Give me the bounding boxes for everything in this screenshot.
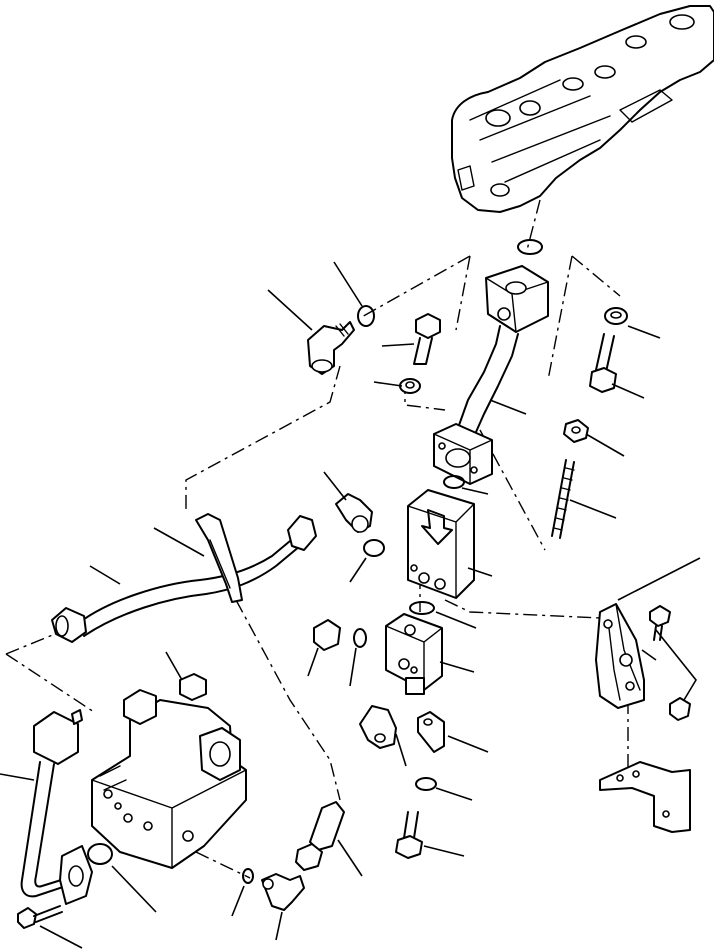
control-valve-assembly: [451, 5, 714, 213]
long-tube: [295, 801, 345, 871]
elbow-fitting-lower: [261, 873, 305, 911]
mounting-bracket: [595, 603, 645, 709]
bolt-pipe: [17, 905, 63, 929]
o-ring-elbow: [363, 539, 385, 557]
lock-washer: [415, 777, 437, 791]
bolt-right: [589, 333, 617, 393]
adapter-block: [385, 613, 443, 695]
callout-leaders: [0, 261, 701, 949]
bracket-bolt-lower: [669, 697, 691, 721]
check-valve-block: [407, 489, 475, 599]
plug: [313, 619, 341, 651]
elbow-fitting-upper: [307, 321, 355, 375]
o-ring-top: [517, 239, 543, 255]
o-ring-mid: [409, 601, 435, 615]
elbow-fitting-mid: [335, 493, 373, 533]
pump-valve-body: [91, 673, 247, 869]
stud-right: [551, 459, 575, 539]
bracket-bolt-upper: [649, 605, 671, 641]
o-ring-pump: [87, 843, 113, 865]
clamp-half-right: [417, 711, 445, 753]
bolt-lower: [395, 811, 423, 859]
o-ring-plug: [353, 628, 367, 648]
o-ring-lower: [242, 868, 254, 884]
bent-pipe: [20, 709, 93, 905]
o-ring-flange: [443, 475, 465, 489]
bolt-upper: [413, 313, 441, 365]
tee-fitting: [195, 513, 243, 603]
flange-tube-assembly: [433, 265, 549, 485]
clamp-half-left: [359, 705, 397, 749]
base-plate: [599, 761, 691, 833]
o-ring-left: [357, 305, 375, 327]
hydraulic-hose: [51, 515, 317, 643]
